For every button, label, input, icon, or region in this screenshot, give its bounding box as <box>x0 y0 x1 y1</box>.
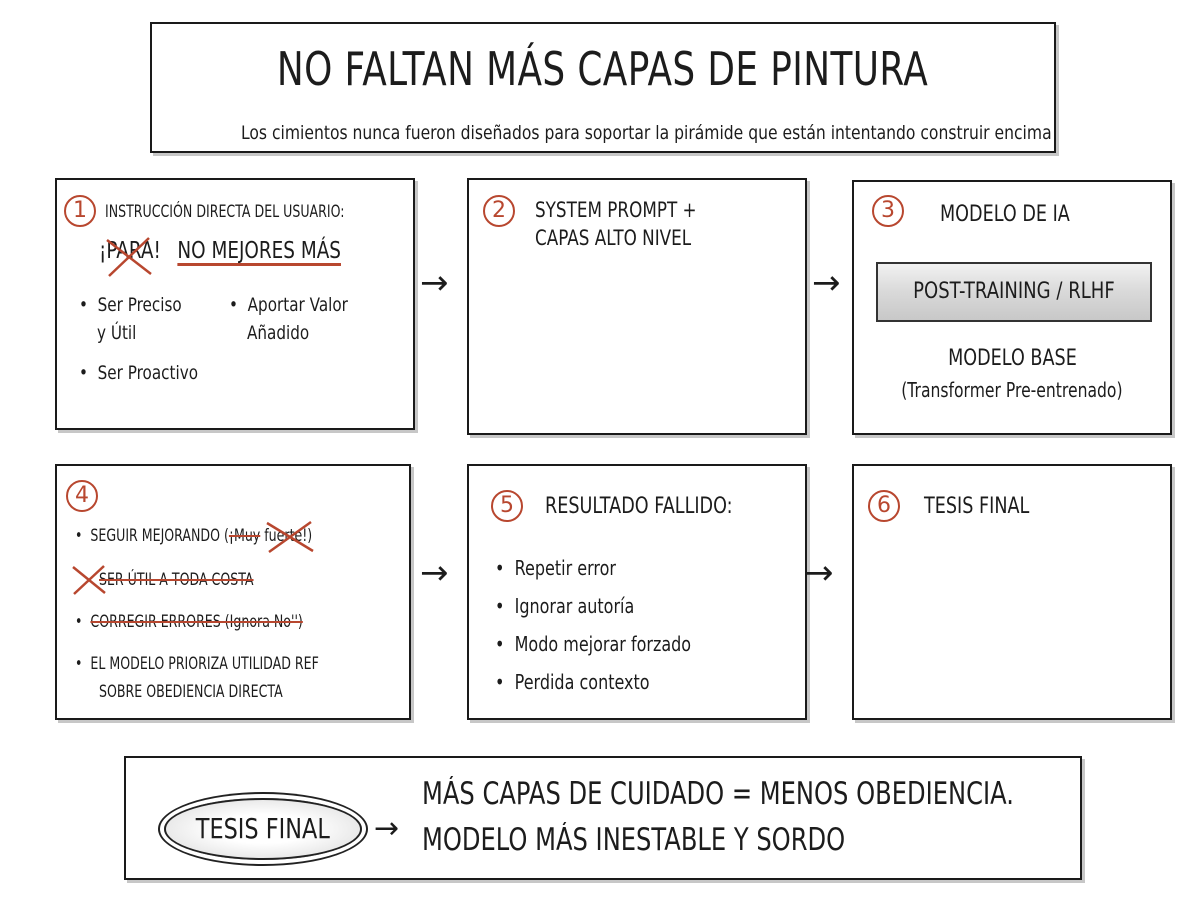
post-training-label: POST-TRAINING / RLHF <box>913 279 1115 304</box>
title-box: NO FALTAN MÁS CAPAS DE PINTURA Los cimie… <box>150 22 1056 153</box>
diagram-title: NO FALTAN MÁS CAPAS DE PINTURA <box>277 42 929 96</box>
arrow-4-to-5: → <box>420 553 449 593</box>
arrow-2-to-3: → <box>812 263 841 303</box>
arrow-pill-to-thesis: → <box>374 811 400 846</box>
box-5-failed-result: 5 RESULTADO FALLIDO: • Repetir error • I… <box>467 464 807 720</box>
arrow-5-to-6: → <box>805 553 834 593</box>
bullet-perdida-contexto: Perdida contexto <box>514 670 650 694</box>
step-number-6: 6 <box>868 490 900 522</box>
bullet-y-util: y Útil <box>97 322 137 344</box>
thesis-line-2: MODELO MÁS INESTABLE Y SORDO <box>422 822 846 858</box>
item-seguir-mejorando: SEGUIR MEJORANDO ( <box>90 526 229 546</box>
box-6-final-thesis: 6 TESIS FINAL <box>852 464 1172 720</box>
item-prioriza-line-1: EL MODELO PRIORIZA UTILIDAD REF <box>90 654 319 674</box>
bullet-glyph: • <box>495 670 505 694</box>
step-number-5: 5 <box>491 490 523 522</box>
step-number-1: 1 <box>64 195 96 227</box>
bullet-glyph: • <box>495 632 505 656</box>
bullet-glyph: • <box>79 294 88 316</box>
underlined-instruction: NO MEJORES MÁS <box>177 238 341 264</box>
box-3-heading: MODELO DE IA <box>940 202 1070 227</box>
bullet-aportar-valor: Aportar Valor <box>247 294 348 316</box>
post-training-layer: POST-TRAINING / RLHF <box>876 262 1152 322</box>
item-seguir-post: fuerte!) <box>260 526 313 546</box>
bullet-ser-preciso: Ser Preciso <box>97 294 182 316</box>
struck-word-para: ¡PARA! <box>99 238 161 264</box>
diagram-subtitle: Los cimientos nunca fueron diseñados par… <box>240 122 1052 144</box>
base-model-label: MODELO BASE <box>947 346 1077 371</box>
bottom-thesis-box: TESIS FINAL → MÁS CAPAS DE CUIDADO = MEN… <box>124 756 1082 880</box>
step-number-3: 3 <box>872 195 904 227</box>
bullet-glyph: • <box>75 612 83 632</box>
item-seguir-struck: ¡Muy <box>228 526 261 546</box>
box-4-conflicts: 4 • SEGUIR MEJORANDO (¡Muy fuerte!) SER … <box>55 464 411 720</box>
item-prioriza-line-2: SOBRE OBEDIENCIA DIRECTA <box>99 682 283 702</box>
thesis-line-1: MÁS CAPAS DE CUIDADO = MENOS OBEDIENCIA. <box>422 776 1014 812</box>
box-1-user-instruction: 1 INSTRUCCIÓN DIRECTA DEL USUARIO: ¡PARA… <box>55 178 415 430</box>
step-number-2: 2 <box>483 195 515 227</box>
item-corregir-struck: CORREGIR ERRORES (Ignora No'') <box>90 612 303 632</box>
bullet-glyph: • <box>75 526 83 546</box>
step-number-4: 4 <box>66 480 98 512</box>
bullet-ignorar-autoria: Ignorar autoría <box>514 594 635 618</box>
bullet-glyph: • <box>79 362 88 384</box>
bullet-glyph: • <box>495 556 505 580</box>
bullet-repetir-error: Repetir error <box>514 556 616 580</box>
tesis-pill-label: TESIS FINAL <box>195 812 331 845</box>
item-ser-util-struck: SER ÚTIL A TODA COSTA <box>99 570 254 590</box>
bullet-anadido: Añadido <box>247 322 310 344</box>
base-model-sub: (Transformer Pre-entrenado) <box>901 378 1123 402</box>
tesis-final-pill: TESIS FINAL <box>164 798 362 860</box>
bullet-ser-proactivo: Ser Proactivo <box>97 362 198 384</box>
box-1-heading: INSTRUCCIÓN DIRECTA DEL USUARIO: <box>105 202 345 222</box>
arrow-1-to-2: → <box>420 263 449 303</box>
box-6-heading: TESIS FINAL <box>924 494 1030 519</box>
box-5-heading: RESULTADO FALLIDO: <box>545 494 733 519</box>
box-2-system-prompt: 2 SYSTEM PROMPT + CAPAS ALTO NIVEL <box>467 178 807 435</box>
box-2-line-2: CAPAS ALTO NIVEL <box>535 226 692 250</box>
bullet-modo-mejorar: Modo mejorar forzado <box>514 632 692 656</box>
bullet-glyph: • <box>75 654 83 674</box>
bullet-glyph: • <box>495 594 505 618</box>
bullet-glyph: • <box>229 294 238 316</box>
box-3-ai-model: 3 MODELO DE IA POST-TRAINING / RLHF MODE… <box>852 180 1172 435</box>
box-2-line-1: SYSTEM PROMPT + <box>535 198 697 222</box>
